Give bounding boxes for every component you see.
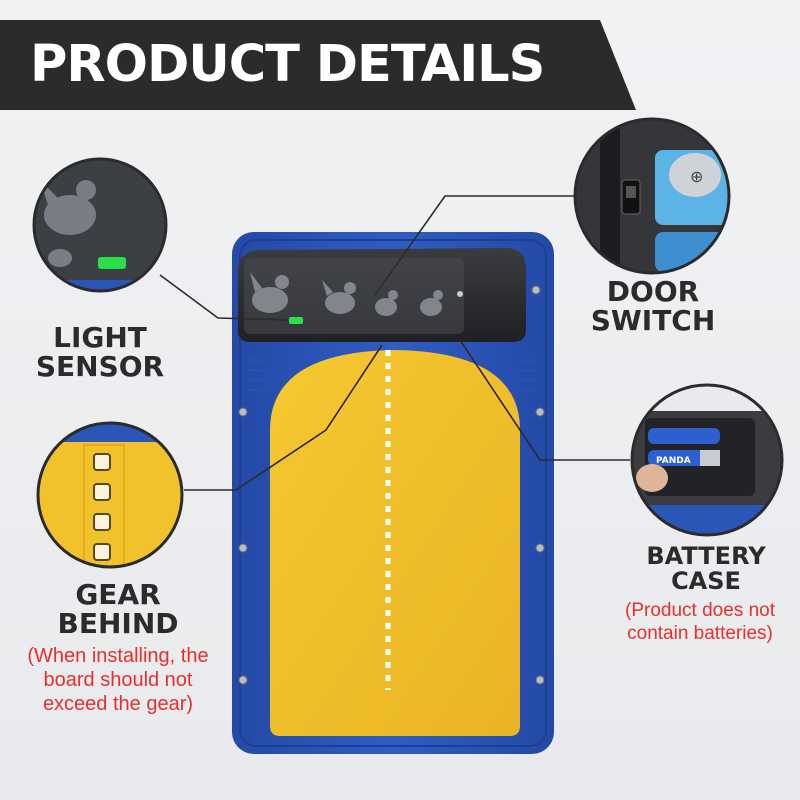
gear-note-line1: (When installing, the xyxy=(27,645,209,667)
battery-case-label: BATTERY CASE xyxy=(620,542,792,596)
yellow-door-panel xyxy=(270,350,520,736)
gear-behind-label: GEAR BEHIND xyxy=(30,580,206,639)
battery-case-line1: BATTERY xyxy=(646,542,766,570)
door-switch-line1: DOOR xyxy=(606,275,700,308)
battery-brand-text: PANDA xyxy=(656,456,691,466)
chicken-decor-icons xyxy=(250,272,443,316)
gear-behind-zoom xyxy=(36,421,184,569)
door-switch-line2: SWITCH xyxy=(590,304,716,338)
light-sensor-zoom xyxy=(32,157,168,293)
door-switch-zoom: ⊕ xyxy=(573,117,731,275)
gear-behind-line2: BEHIND xyxy=(57,607,179,641)
light-sensor-line2: SENSOR xyxy=(35,350,165,384)
door-device xyxy=(232,232,554,754)
header-banner xyxy=(0,20,636,110)
gear-note-line3: exceed the gear) xyxy=(42,693,194,715)
sensor-indicator-led xyxy=(289,317,303,324)
callout-lines xyxy=(159,195,630,491)
battery-note-line2: contain batteries) xyxy=(627,622,773,644)
gear-behind-note: (When installing, the board should not e… xyxy=(8,644,228,716)
gear-behind-line1: GEAR xyxy=(75,578,161,611)
battery-case-zoom: PANDA xyxy=(630,383,784,537)
page-title: PRODUCT DETAILS xyxy=(30,35,545,94)
battery-note-line1: (Product does not xyxy=(625,600,775,621)
battery-case-line2: CASE xyxy=(671,567,741,596)
light-sensor-line1: LIGHT xyxy=(53,321,147,354)
light-sensor-label: LIGHT SENSOR xyxy=(18,323,182,382)
screws xyxy=(238,285,545,685)
door-switch-label: DOOR SWITCH xyxy=(566,277,740,336)
battery-case-note: (Product does not contain batteries) xyxy=(602,600,798,646)
svg-text:⊕: ⊕ xyxy=(690,167,703,186)
gear-note-line2: board should not xyxy=(43,669,193,691)
